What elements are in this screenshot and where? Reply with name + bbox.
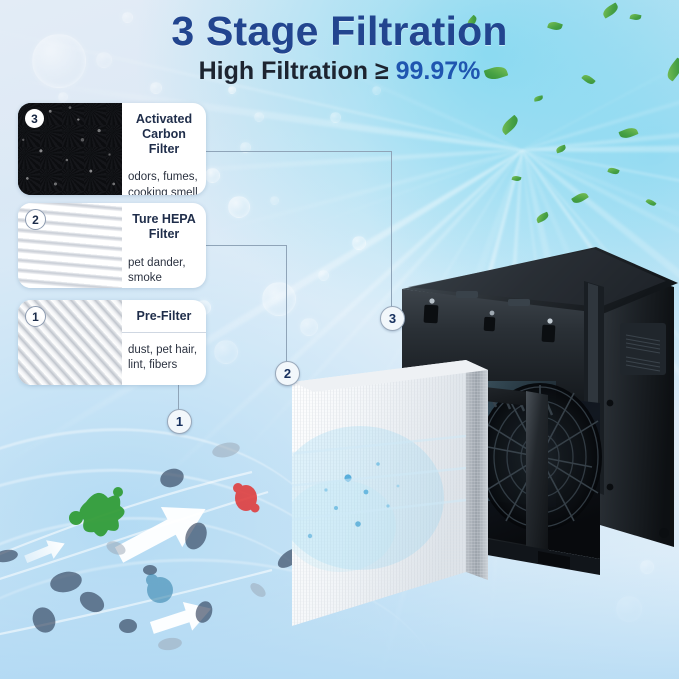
scene-callout-1[interactable]: 1: [167, 409, 192, 434]
page-title: 3 Stage Filtration: [171, 8, 508, 54]
connector-card3-horizontal: [206, 151, 392, 152]
filter-name-line1: Pre-Filter: [136, 309, 192, 323]
connector-card2-horizontal: [206, 245, 287, 246]
captures-line2: lint, fibers: [128, 359, 178, 372]
filter-captures-activated-carbon: odors, fumes, cooking smell: [122, 164, 206, 195]
connector-card1-vertical: [178, 385, 179, 411]
swatch-activated-carbon: 3: [18, 103, 122, 195]
page-subtitle: High Filtration ≥ 99.97%: [0, 57, 679, 86]
filter-card-text: Activated Carbon Filter odors, fumes, co…: [122, 103, 206, 195]
filter-name-line2: Carbon Filter: [142, 126, 186, 156]
captures-line2: smoke particles: [128, 272, 171, 288]
filter-name-line1: Ture HEPA: [132, 212, 196, 226]
scene-callout-2[interactable]: 2: [275, 361, 300, 386]
filter-name-line2: Filter: [148, 226, 180, 241]
filter-captures-hepa: pet dander, smoke particles: [122, 250, 206, 289]
filter-badge-3: 3: [25, 109, 44, 128]
captures-line1: dust, pet hair,: [128, 343, 198, 356]
swatch-hepa: 2: [18, 203, 122, 288]
connector-card2-vertical: [286, 245, 287, 363]
filter-card-text: Ture HEPA Filter pet dander, smoke parti…: [122, 203, 206, 288]
filter-name-activated-carbon: Activated Carbon Filter: [122, 103, 206, 164]
filter-name-line1: Activated: [135, 112, 193, 126]
subtitle-percentage: 99.97%: [395, 57, 481, 85]
filter-name-pre-filter: Pre-Filter: [122, 300, 206, 332]
captures-line1: odors, fumes,: [128, 171, 198, 184]
subtitle-prefix: High Filtration ≥: [198, 57, 389, 85]
filter-card-activated-carbon[interactable]: 3 Activated Carbon Filter odors, fumes, …: [18, 103, 206, 195]
filter-badge-1: 1: [25, 306, 46, 327]
scene-callout-3[interactable]: 3: [380, 306, 405, 331]
filter-card-pre-filter[interactable]: 1 Pre-Filter dust, pet hair, lint, fiber…: [18, 300, 206, 385]
filter-captures-pre-filter: dust, pet hair, lint, fibers: [122, 333, 206, 385]
card-divider: [122, 331, 206, 333]
filter-card-text: Pre-Filter dust, pet hair, lint, fibers: [122, 300, 206, 385]
filter-name-hepa: Ture HEPA Filter: [122, 203, 206, 250]
exploded-hepa-filter-panel: [288, 358, 518, 648]
captures-line2: cooking smell: [128, 186, 198, 195]
filter-badge-2: 2: [25, 209, 46, 230]
swatch-pre-filter: 1: [18, 300, 122, 385]
captures-line1: pet dander,: [128, 256, 186, 269]
connector-card3-vertical: [391, 151, 392, 309]
dirty-air-intake-arrows: [0, 430, 420, 660]
filter-card-hepa[interactable]: 2 Ture HEPA Filter pet dander, smoke par…: [18, 203, 206, 288]
